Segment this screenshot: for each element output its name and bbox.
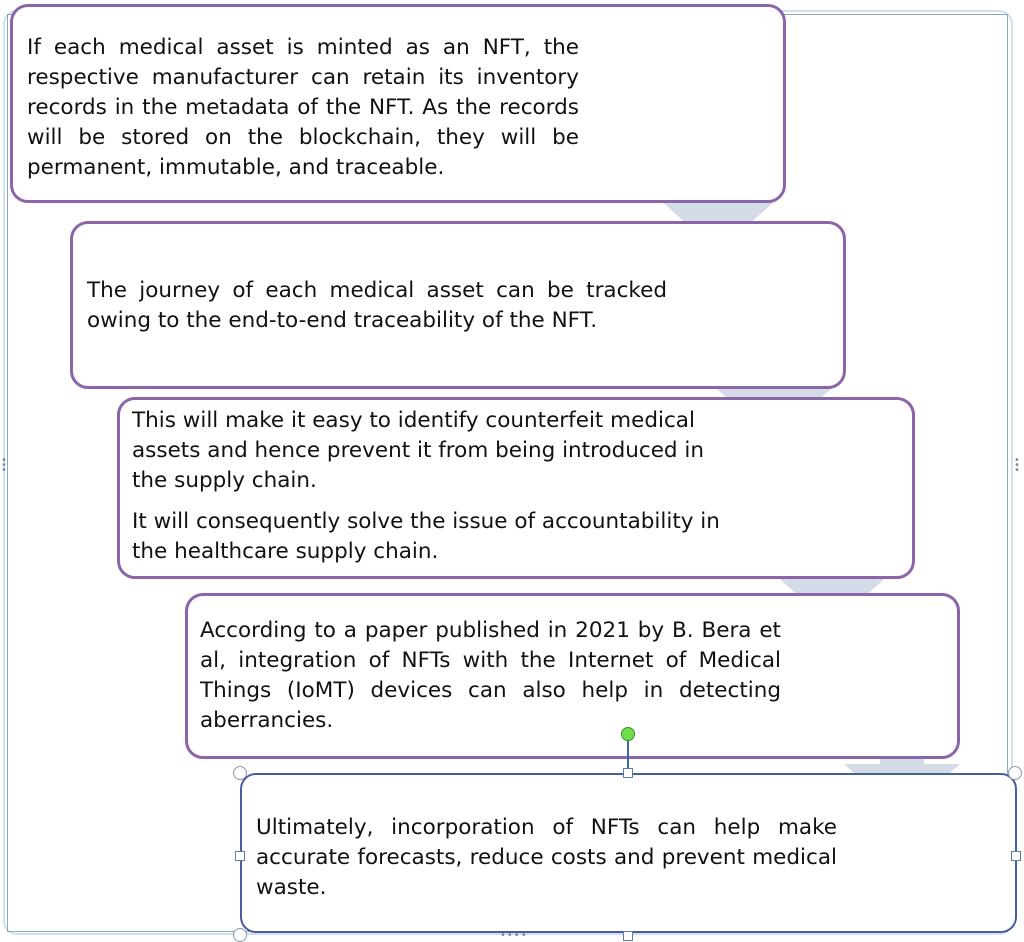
step-box-1[interactable]: If each medical asset is minted as an NF… [10,4,786,203]
resize-handle-right[interactable] [1011,851,1021,861]
resize-handle-left[interactable] [235,851,245,861]
resize-handle-bottom[interactable] [623,931,633,941]
step-text-2: The journey of each medical asset can be… [87,278,667,333]
frame-grip-left[interactable]: ••• [1,455,8,476]
frame-grip-bottom[interactable]: •••• [500,930,528,941]
step-box-3[interactable]: This will make it easy to identify count… [117,397,915,579]
step-box-5-selected[interactable]: Ultimately, incorporation of NFTs can he… [240,773,1017,933]
resize-handle-top-left[interactable] [233,766,247,780]
step-text-3b: It will consequently solve the issue of … [132,509,720,564]
step-text-1: If each medical asset is minted as an NF… [27,35,579,180]
resize-handle-top[interactable] [623,768,633,778]
step-text-4: According to a paper published in 2021 b… [200,618,781,733]
step-text-5: Ultimately, incorporation of NFTs can he… [256,815,837,900]
rotate-handle-line [627,740,629,770]
resize-handle-top-right[interactable] [1008,766,1022,780]
step-text-3a: This will make it easy to identify count… [132,408,705,493]
step-box-2[interactable]: The journey of each medical asset can be… [70,221,846,389]
resize-handle-bottom-left[interactable] [233,928,247,942]
frame-grip-right[interactable]: ••• [1014,455,1021,476]
step-box-4[interactable]: According to a paper published in 2021 b… [185,593,960,759]
rotate-handle[interactable] [621,727,635,741]
